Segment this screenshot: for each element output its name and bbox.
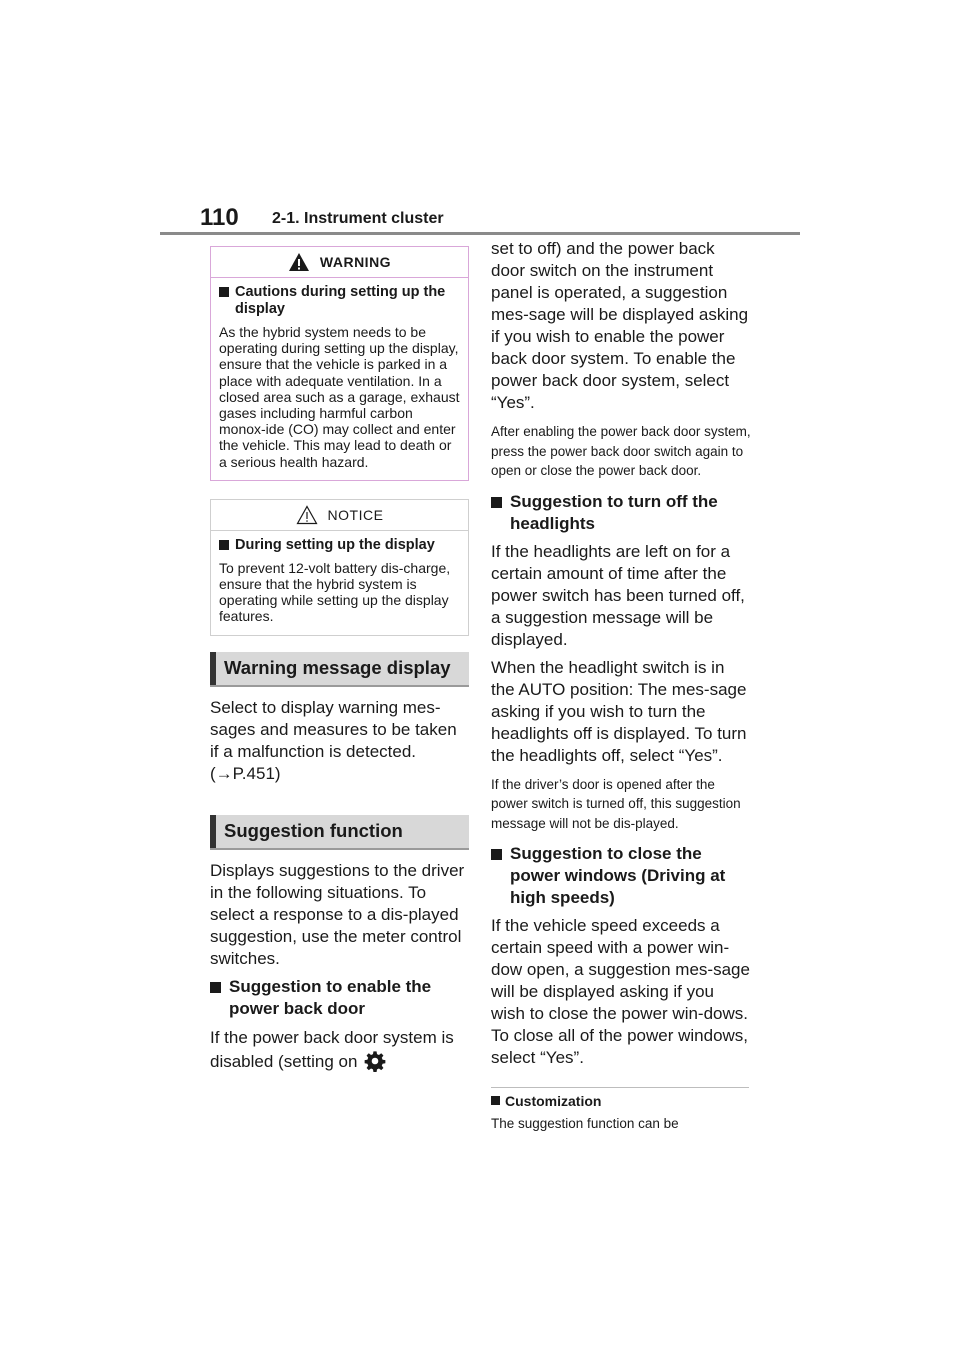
backdoor-subheading: Suggestion to enable the power back door — [210, 976, 469, 1020]
square-bullet-icon — [491, 849, 502, 860]
gear-icon — [364, 1051, 386, 1072]
suggestion-intro: Displays suggestions to the driver in th… — [210, 860, 465, 968]
headlights-text-2: When the headlight switch is in the AUTO… — [491, 657, 747, 765]
square-bullet-icon — [219, 539, 229, 550]
square-bullet-icon — [210, 981, 221, 993]
headlights-text-1: If the headlights are left on for a cert… — [491, 541, 745, 649]
notice-triangle-icon — [296, 505, 318, 524]
backdoor-note: After enabling the power back door syste… — [491, 424, 751, 478]
notice-subheading: During setting up the display — [219, 537, 460, 554]
warning-message-text: Select to display warning mes-sages and … — [210, 697, 457, 783]
section-title: 2-1. Instrument cluster — [272, 210, 444, 227]
backdoor-text-part2: set to off) and the power back door swit… — [491, 239, 749, 412]
warning-box: WARNING Cautions during setting up the d… — [210, 246, 469, 481]
notice-box-header: NOTICE — [211, 500, 468, 531]
warning-triangle-icon — [288, 253, 309, 271]
right-column: set to off) and the power back door swit… — [491, 238, 751, 1134]
page-header: 110 2-1. Instrument cluster — [200, 204, 800, 236]
warning-label: WARNING — [319, 254, 392, 270]
square-bullet-icon — [219, 287, 229, 297]
windows-text: If the vehicle speed exceeds a certain s… — [491, 916, 750, 1067]
square-bullet-icon — [491, 1096, 500, 1105]
headlights-note: If the driver’s door is opened after the… — [491, 776, 741, 831]
warning-box-header: WARNING — [211, 247, 468, 278]
customization-rule — [491, 1087, 749, 1088]
page-number: 110 — [200, 204, 239, 231]
notice-box: NOTICE During setting up the display To … — [210, 498, 469, 636]
warning-text: As the hybrid system needs to be operati… — [219, 324, 460, 470]
customization-heading: Customization — [491, 1092, 751, 1110]
windows-subheading: Suggestion to close the power windows (D… — [491, 843, 751, 909]
heading-rule — [210, 847, 469, 850]
customization-text: The suggestion function can be — [491, 1116, 679, 1131]
warning-message-heading: Warning message display — [210, 651, 469, 685]
suggestion-heading: Suggestion function — [210, 814, 469, 848]
header-rule — [160, 232, 800, 235]
heading-rule — [210, 684, 469, 687]
headlights-subheading: Suggestion to turn off the headlights — [491, 491, 751, 535]
left-column: WARNING Cautions during setting up the d… — [210, 246, 469, 1074]
backdoor-text-part1: If the power back door system is disable… — [210, 1027, 454, 1072]
notice-text: To prevent 12-volt battery dis-charge, e… — [219, 559, 451, 625]
square-bullet-icon — [491, 496, 502, 508]
warning-subheading: Cautions during setting up the display — [219, 284, 460, 318]
notice-label: NOTICE — [327, 506, 384, 523]
